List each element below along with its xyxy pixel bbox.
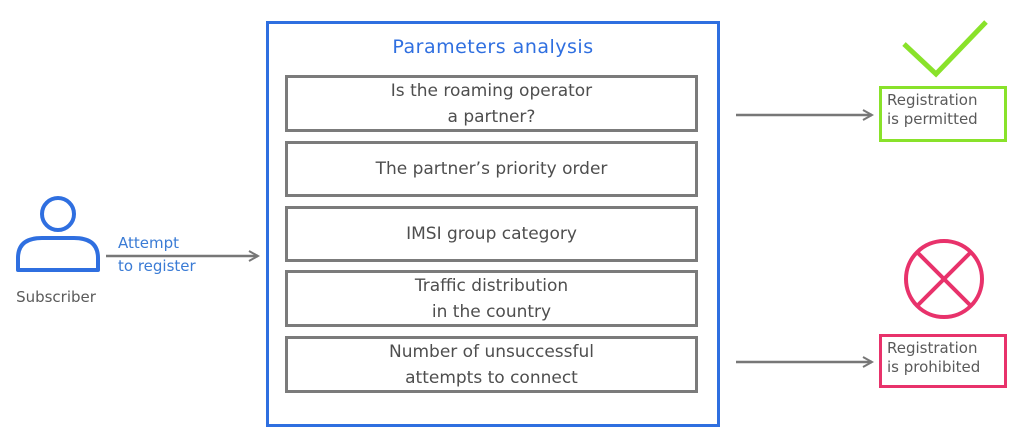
person-icon	[16, 196, 100, 272]
parameter-label: IMSI group category	[406, 224, 577, 244]
parameter-unsuccessful-attempts: Number of unsuccessful attempts to conne…	[285, 336, 698, 393]
parameter-label: The partner’s priority order	[375, 159, 608, 179]
registration-prohibited-box: Registration is prohibited	[879, 334, 1007, 388]
subscriber-label: Subscriber	[16, 288, 96, 306]
parameters-analysis-title: Parameters analysis	[392, 36, 594, 58]
parameter-imsi-group: IMSI group category	[285, 206, 698, 262]
parameters-analysis-box	[266, 21, 720, 427]
parameter-label: Traffic distribution in the country	[414, 275, 569, 322]
registration-permitted-box: Registration is permitted	[879, 86, 1007, 142]
parameter-priority-order: The partner’s priority order	[285, 141, 698, 197]
parameter-label: Number of unsuccessful attempts to conne…	[388, 341, 594, 388]
parameter-label: Is the roaming operator a partner?	[390, 80, 593, 127]
checkmark-icon	[902, 20, 988, 78]
parameter-traffic-distribution: Traffic distribution in the country	[285, 270, 698, 327]
parameter-roaming-partner: Is the roaming operator a partner?	[285, 75, 698, 132]
crossed-circle-icon	[904, 239, 984, 319]
attempt-to-register-label: Attempt to register	[118, 234, 196, 275]
